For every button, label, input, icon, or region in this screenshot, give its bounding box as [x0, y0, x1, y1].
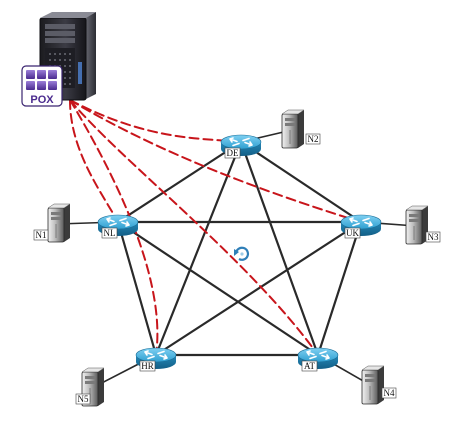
- router-nl[interactable]: NL: [97, 214, 139, 239]
- router-arrows-icon: [106, 217, 130, 227]
- computer-tower-icon: [47, 203, 71, 243]
- computer-tower-icon: [361, 365, 385, 405]
- link-de-uk: [239, 140, 363, 224]
- router-at[interactable]: AT: [297, 347, 339, 372]
- host-label-n2: N2: [305, 133, 321, 145]
- host-label-text: N1: [36, 230, 47, 240]
- host-label-text: N2: [308, 134, 319, 144]
- router-label-de: DE: [224, 147, 241, 159]
- link-nl-at: [116, 220, 320, 357]
- link-uk-hr: [154, 220, 363, 357]
- router-de[interactable]: DE: [220, 134, 262, 159]
- host-n4[interactable]: N4: [361, 365, 397, 405]
- router-arrows-icon: [349, 217, 373, 227]
- host-label-text: N5: [78, 394, 89, 404]
- control-link-de: [69, 99, 242, 143]
- link-de-nl: [116, 140, 243, 224]
- host-label-n1: N1: [33, 229, 49, 241]
- host-label-n4: N4: [381, 387, 397, 399]
- pox-logo: POX: [21, 65, 63, 107]
- pox-logo-text: POX: [30, 94, 54, 106]
- router-arrows-icon: [144, 350, 168, 360]
- control-link-at: [69, 99, 319, 356]
- link-de-at: [239, 140, 320, 357]
- link-nl-hr: [116, 220, 158, 357]
- host-n2[interactable]: N2: [281, 109, 321, 149]
- link-de-hr: [154, 140, 243, 357]
- router-label-hr: HR: [139, 360, 156, 372]
- host-n1[interactable]: N1: [33, 203, 71, 243]
- routers: DE NL UK HR AT: [97, 134, 382, 372]
- host-label-text: N3: [428, 232, 439, 242]
- router-label-text: UK: [346, 228, 359, 238]
- router-uk[interactable]: UK: [340, 214, 382, 239]
- router-label-text: HR: [141, 361, 154, 371]
- router-arrows-icon: [306, 350, 330, 360]
- host-label-text: N4: [384, 388, 395, 398]
- router-label-uk: UK: [344, 227, 361, 239]
- router-hr[interactable]: HR: [135, 347, 177, 372]
- router-label-nl: NL: [101, 227, 118, 239]
- data-links: [116, 140, 363, 357]
- host-n5[interactable]: N5: [75, 367, 105, 407]
- host-uplinks: [57, 129, 417, 389]
- router-label-text: AT: [304, 361, 316, 371]
- host-label-n3: N3: [425, 231, 441, 243]
- control-link-hr: [69, 99, 159, 356]
- refresh-icon: [234, 246, 250, 261]
- router-label-text: DE: [227, 148, 239, 158]
- link-uk-at: [316, 220, 363, 357]
- host-label-n5: N5: [75, 393, 91, 405]
- host-n3[interactable]: N3: [405, 205, 441, 245]
- router-arrows-icon: [229, 137, 253, 147]
- computer-tower-icon: [405, 205, 429, 245]
- computer-tower-icon: [281, 109, 305, 149]
- control-link-nl: [69, 99, 119, 223]
- router-label-text: NL: [104, 228, 116, 238]
- control-link-uk: [69, 99, 362, 223]
- controller-server[interactable]: POX: [21, 12, 96, 107]
- router-label-at: AT: [301, 360, 318, 372]
